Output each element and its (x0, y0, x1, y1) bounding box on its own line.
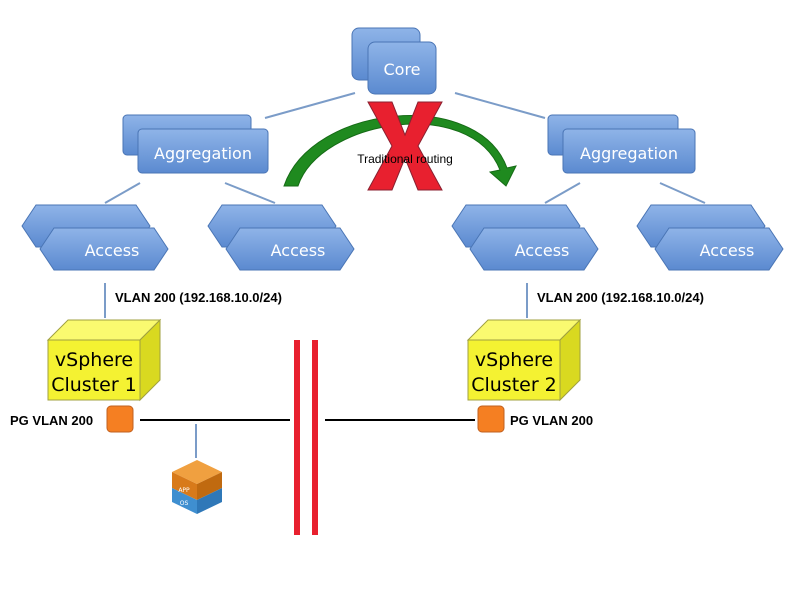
blocked-x-icon (367, 101, 443, 191)
separation-bar (312, 340, 318, 535)
access-switch-shape (469, 227, 599, 271)
vlan-label-right: VLAN 200 (192.168.10.0/24) (537, 290, 704, 305)
core-agg-right-link (454, 92, 546, 119)
cluster-name: vSphere (55, 349, 133, 371)
cluster-name: Cluster 2 (471, 374, 557, 396)
vsphere-cluster-2: vSphere Cluster 2 (466, 318, 582, 402)
access-switch: Access (636, 204, 784, 271)
access-switch-shape (654, 227, 784, 271)
access-label: Access (700, 241, 755, 260)
access-switch: Access (21, 204, 169, 271)
portgroup-icon (106, 405, 134, 433)
access-label: Access (271, 241, 326, 260)
portgroup-label-right: PG VLAN 200 (510, 413, 593, 428)
core-label: Core (383, 60, 420, 79)
agg-access-link (544, 182, 581, 204)
access-label: Access (515, 241, 570, 260)
cluster-name: vSphere (475, 349, 553, 371)
routing-label: Traditional routing (357, 152, 453, 166)
access-switches: Access Access Access Access (21, 204, 784, 271)
access-switch: Access (451, 204, 599, 271)
access-label: Access (85, 241, 140, 260)
agg-access-link (104, 182, 141, 204)
portgroup-icon (477, 405, 505, 433)
aggregation-label: Aggregation (154, 144, 252, 163)
agg-access-link (659, 182, 706, 204)
aggregation-switch-right: Aggregation (547, 114, 696, 174)
access-switch-shape (39, 227, 169, 271)
vm-app-label: APP (178, 487, 190, 494)
vlan-label-left: VLAN 200 (192.168.10.0/24) (115, 290, 282, 305)
core-agg-left-link (264, 92, 356, 119)
virtual-machine-icon: APP OS (172, 460, 222, 514)
vm-os-label: OS (180, 500, 189, 507)
traditional-routing-arrow (283, 115, 517, 187)
vsphere-cluster-1: vSphere Cluster 1 (46, 318, 162, 402)
access-switch: Access (207, 204, 355, 271)
cluster-name: Cluster 1 (51, 374, 137, 396)
separation-bar (294, 340, 300, 535)
portgroup-label-left: PG VLAN 200 (10, 413, 93, 428)
agg-access-link (224, 182, 276, 204)
aggregation-label: Aggregation (580, 144, 678, 163)
aggregation-switch-left: Aggregation (122, 114, 269, 174)
access-switch-shape (225, 227, 355, 271)
core-switch: Core (351, 27, 437, 95)
uplinks (104, 92, 706, 458)
